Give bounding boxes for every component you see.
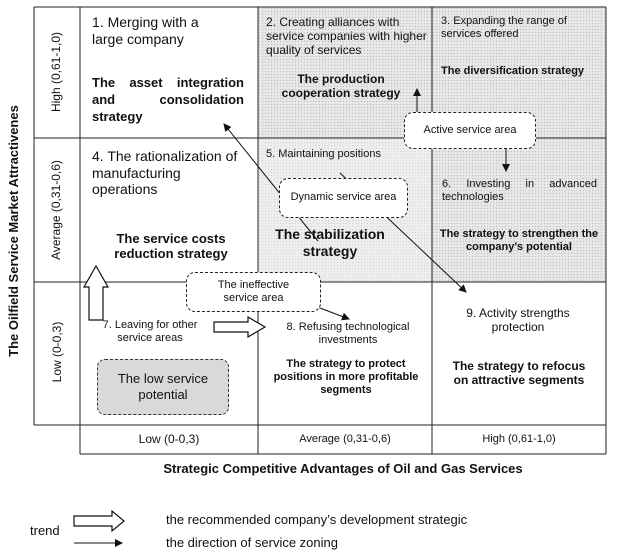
ineffective-service-area-label: The ineffective service area (217, 278, 290, 304)
cell-2-title: 2. Creating alliances with service compa… (266, 15, 427, 58)
col-label-average: Average (0,31-0,6) (299, 433, 391, 445)
cell-1-strategy: The asset integration and consolidation … (92, 75, 244, 124)
col-label-high: High (0,61-1,0) (482, 433, 556, 445)
cell-5-title: 5. Maintaining positions (266, 148, 381, 160)
cell-2-strategy: The production cooperation strategy (281, 72, 401, 101)
active-service-area-box: Active service area (404, 112, 536, 149)
cell-4-title: 4. The rationalization of manufacturing … (92, 148, 238, 198)
strategic-trend-arrow-right (213, 315, 267, 339)
active-service-area-label: Active service area (423, 123, 517, 136)
cell-4-strategy: The service costs reduction strategy (114, 231, 228, 262)
dynamic-service-area-label: Dynamic service area (290, 191, 397, 204)
dynamic-service-area-box: Dynamic service area (279, 178, 408, 218)
legend-hollow-arrow-text: the recommended company’s development st… (166, 512, 468, 527)
cell-3-title: 3. Expanding the range of services offer… (441, 15, 567, 40)
strategic-trend-arrow-up (82, 264, 110, 321)
cell-6-bg (432, 138, 606, 282)
cell-6-title: 6. Investing in advanced technologies (442, 178, 597, 203)
cell-6-strategy: The strategy to strengthen the company’s… (439, 228, 599, 253)
low-service-potential-box: The low service potential (97, 359, 229, 415)
cell-7-title: 7. Leaving for other service areas (102, 319, 198, 344)
col-label-low: Low (0-0,3) (138, 432, 200, 446)
legend-line-arrow-text: the direction of service zoning (166, 535, 338, 550)
cell-2-bg (258, 7, 432, 138)
zoning-arrow-to-cell-1 (223, 123, 319, 242)
cell-1-title: 1. Merging with a large company (92, 14, 199, 47)
cell-9-strategy: The strategy to refocus on attractive se… (452, 359, 586, 388)
ineffective-service-area-box: The ineffective service area (186, 272, 321, 312)
cell-8-strategy: The strategy to protect positions in mor… (273, 358, 419, 396)
cell-3-strategy: The diversification strategy (441, 65, 585, 77)
cell-5-strategy: The stabilization strategy (275, 226, 385, 259)
cell-8-title: 8. Refusing technological investments (286, 321, 410, 346)
x-axis-title: Strategic Competitive Advantages of Oil … (163, 461, 523, 476)
cell-9-title: 9. Activity strengths protection (466, 306, 570, 335)
legend-hollow-arrow-icon (73, 509, 125, 533)
cell-7-strategy: The low service potential (117, 370, 209, 402)
legend-trend-word: trend (30, 523, 60, 538)
